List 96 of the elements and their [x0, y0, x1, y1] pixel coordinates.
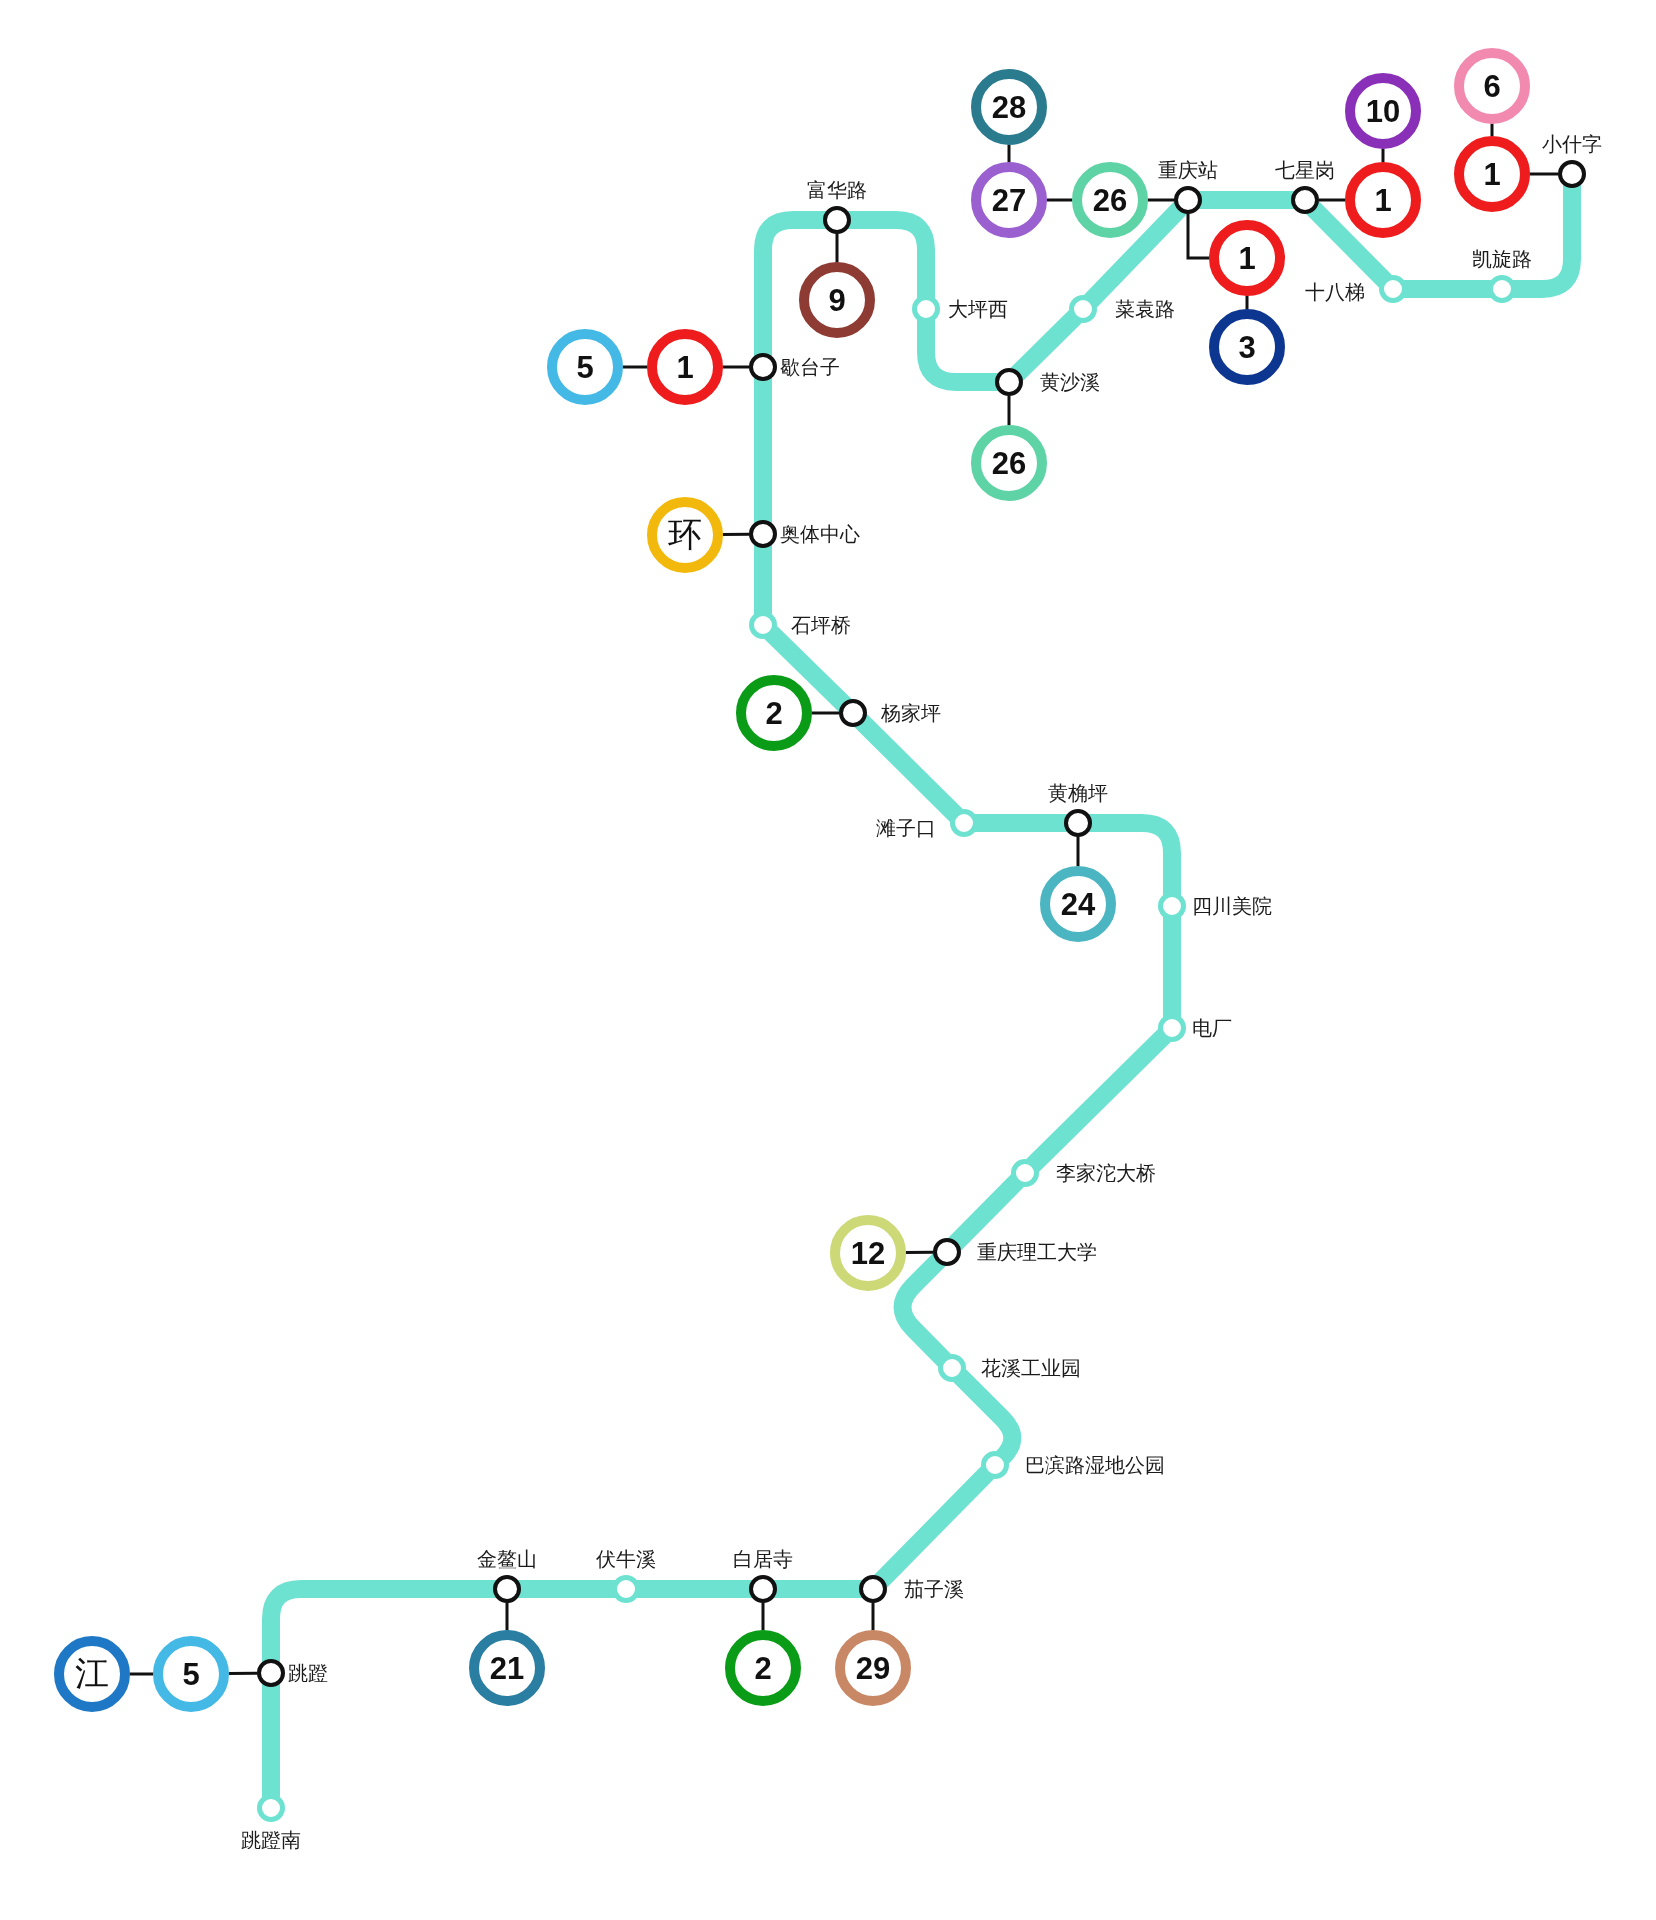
- station-name: 白居寺: [733, 1547, 793, 1571]
- metro-line-track: [917, 319, 999, 391]
- metro-line-track: [948, 1174, 1024, 1251]
- metro-line-track: [1306, 201, 1392, 288]
- station-name: 跳蹬南: [241, 1828, 301, 1852]
- transfer-connector: [505, 1602, 509, 1631]
- line-number-roundel: 28: [971, 69, 1047, 145]
- line-number-roundel: 12: [830, 1215, 906, 1291]
- transfer-connector: [811, 711, 840, 715]
- station-name: 李家沱大桥: [1056, 1161, 1156, 1185]
- metro-line-track: [754, 211, 827, 357]
- line-number-roundel: 1: [1209, 220, 1285, 296]
- transfer-connector: [228, 1671, 258, 1675]
- station-name: 杨家坪: [881, 701, 941, 725]
- line-number-roundel: 1: [1454, 136, 1530, 212]
- metro-line-track: [1163, 916, 1181, 1018]
- line-number-roundel: 环: [647, 497, 723, 573]
- line-number-roundel: 2: [736, 675, 812, 751]
- station-name: 石坪桥: [791, 613, 851, 637]
- metro-line-track: [1010, 310, 1082, 381]
- transfer-connector: [1007, 395, 1011, 426]
- metro-line-track: [1088, 814, 1181, 896]
- metro-line-track: [847, 211, 935, 299]
- transfer-connector: [761, 1602, 765, 1631]
- transfer-connector: [1076, 836, 1080, 867]
- station-name: 重庆理工大学: [977, 1240, 1097, 1264]
- transfer-connector: [1318, 198, 1346, 202]
- line-number-roundel: 3: [1209, 309, 1285, 385]
- station-name: 伏牛溪: [596, 1547, 656, 1571]
- metro-line-track: [974, 814, 1068, 832]
- line-number-roundel: 29: [835, 1630, 911, 1706]
- transfer-connector: [835, 233, 839, 263]
- station-name: 滩子口: [876, 816, 936, 840]
- station-name: 大坪西: [948, 297, 1008, 321]
- metro-line-track: [1198, 191, 1295, 209]
- line-number-roundel: 26: [1072, 162, 1148, 238]
- station-name: 黄沙溪: [1040, 370, 1100, 394]
- station-name: 菜袁路: [1115, 297, 1175, 321]
- line-number-roundel: 27: [971, 162, 1047, 238]
- transfer-connector: [1245, 295, 1249, 310]
- transfer-connector: [1007, 144, 1011, 163]
- line-number-roundel: 21: [469, 1630, 545, 1706]
- station-name: 小什字: [1542, 132, 1602, 156]
- metro-line-track: [1512, 184, 1581, 298]
- transfer-connector: [1529, 172, 1559, 176]
- metro-line-track: [854, 714, 963, 822]
- transfer-connector: [722, 365, 750, 369]
- metro-line-track: [636, 1580, 753, 1598]
- metro-line-track: [1026, 1029, 1171, 1172]
- transfer-connector: [1147, 198, 1175, 202]
- line-number-roundel: 2: [725, 1630, 801, 1706]
- transfer-connector: [1381, 148, 1385, 163]
- station-name: 富华路: [807, 178, 867, 202]
- metro-line-track: [773, 1580, 863, 1598]
- metro-line-track: [1403, 280, 1492, 298]
- metro-line-track: [754, 377, 772, 524]
- line-number-roundel: 1: [1345, 162, 1421, 238]
- line-number-roundel: 26: [971, 425, 1047, 501]
- metro-line-track: [262, 1683, 280, 1798]
- transfer-connector: [1490, 123, 1494, 137]
- station-name: 电厂: [1192, 1016, 1232, 1040]
- transfer-connector: [871, 1602, 875, 1631]
- line-number-roundel: 9: [799, 262, 875, 338]
- transfer-connector: [1046, 198, 1073, 202]
- metro-line-track: [754, 544, 772, 615]
- metro-line-track: [764, 626, 852, 712]
- metro-line-track: [262, 1580, 497, 1663]
- transfer-connector: [622, 365, 648, 369]
- station-name: 歇台子: [780, 355, 840, 379]
- line-number-roundel: 5: [153, 1636, 229, 1712]
- station-name: 重庆站: [1158, 158, 1218, 182]
- station-name: 十八梯: [1305, 280, 1365, 304]
- line-number-roundel: 5: [547, 329, 623, 405]
- metro-line-track: [517, 1580, 616, 1598]
- station-name: 花溪工业园: [981, 1356, 1081, 1380]
- station-name: 黄桷坪: [1048, 781, 1108, 805]
- line-number-roundel: 1: [647, 329, 723, 405]
- station-name: 凯旋路: [1472, 247, 1532, 271]
- transfer-connector: [722, 532, 750, 536]
- station-name: 七星岗: [1275, 158, 1335, 182]
- line-number-roundel: 24: [1040, 866, 1116, 942]
- transfer-connector: [129, 1672, 154, 1676]
- station-name: 茄子溪: [904, 1577, 964, 1601]
- metro-line-track: [893, 1253, 951, 1367]
- line-number-roundel: 10: [1345, 73, 1421, 149]
- station-name: 巴滨路湿地公园: [1025, 1453, 1165, 1477]
- line-number-roundel: 江: [54, 1636, 130, 1712]
- metro-line-track: [1083, 201, 1188, 308]
- station-name: 四川美院: [1192, 894, 1272, 918]
- station-name: 金鳌山: [477, 1547, 537, 1571]
- transfer-connector: [1186, 213, 1210, 260]
- line-number-roundel: 6: [1454, 48, 1530, 124]
- metro-line-track: [874, 1466, 994, 1588]
- station-name: 跳蹬: [288, 1661, 328, 1685]
- station-name: 奥体中心: [780, 522, 860, 546]
- transfer-connector: [905, 1250, 934, 1254]
